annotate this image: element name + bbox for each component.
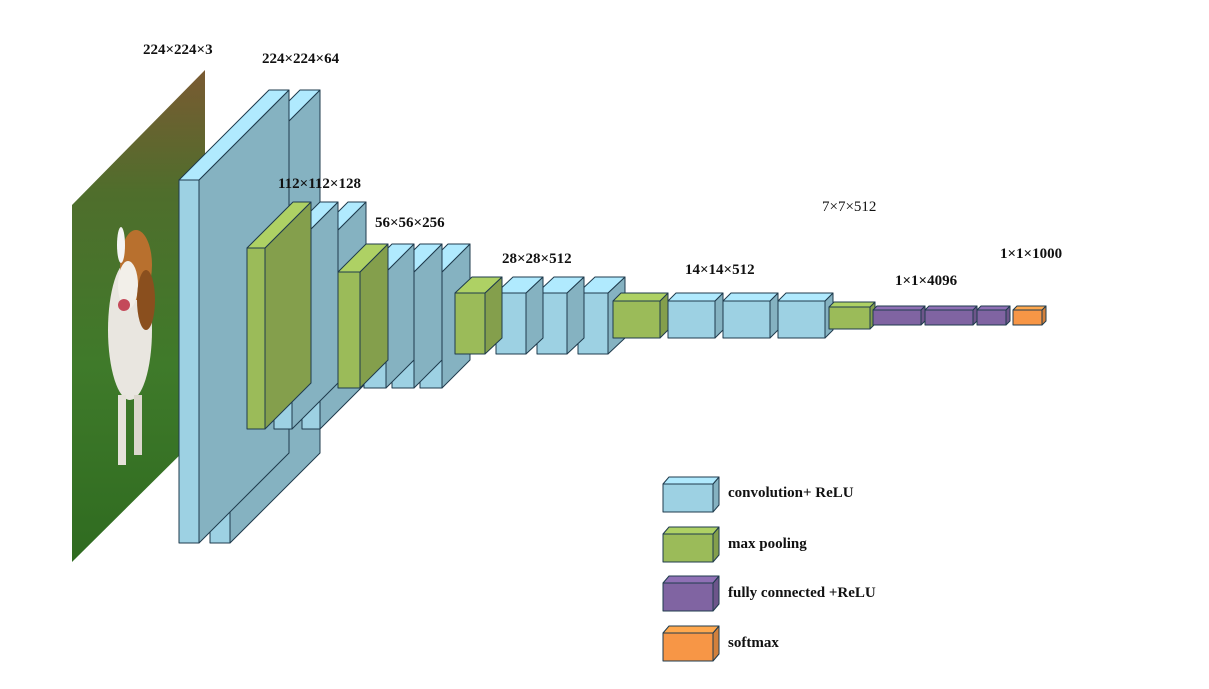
fc-block-3-front	[976, 309, 1007, 326]
fc-block-2-front	[924, 309, 974, 326]
conv-block-1-1	[178, 89, 290, 544]
pool-block-5	[828, 301, 876, 330]
legend-swatch-convolution-top	[662, 476, 720, 485]
legend-swatch-convolution	[662, 476, 720, 513]
conv-block-5-2	[722, 292, 779, 339]
fc-block-1	[872, 305, 926, 326]
conv-block-5-1-front	[667, 300, 716, 339]
legend-label-softmax: softmax	[728, 635, 779, 651]
softmax-block-top	[1012, 305, 1047, 311]
legend-swatch-fully-connected	[662, 575, 720, 612]
fc-block-3	[976, 305, 1011, 326]
pool-block-4	[612, 292, 669, 339]
dim-label-7x7x512: 7×7×512	[822, 199, 877, 215]
dim-label-28x28x512: 28×28×512	[502, 251, 572, 267]
dim-label-224x224x64: 224×224×64	[262, 51, 340, 67]
pool-block-3-front	[454, 292, 486, 355]
fc-block-1-top	[872, 305, 926, 311]
fc-block-2	[924, 305, 978, 326]
pool-block-2-front	[337, 271, 361, 389]
conv-block-4-2	[536, 276, 585, 355]
legend-label-max-pooling: max pooling	[728, 536, 807, 552]
legend-swatch-fully-connected-top	[662, 575, 720, 584]
legend-swatch-max-pooling	[662, 526, 720, 563]
softmax-block-front	[1012, 309, 1043, 326]
softmax-block	[1012, 305, 1047, 326]
pool-block-1-front	[246, 247, 266, 430]
conv-block-5-3-front	[777, 300, 826, 339]
conv-block-1-1-front	[178, 179, 200, 544]
legend-swatch-softmax-front	[662, 632, 714, 662]
dim-label-1x1x1000: 1×1×1000	[1000, 246, 1063, 262]
fc-block-2-top	[924, 305, 978, 311]
conv-block-5-1-top	[667, 292, 724, 302]
pool-block-4-top	[612, 292, 669, 302]
input-image	[72, 70, 205, 562]
conv-block-5-3	[777, 292, 834, 339]
pool-block-5-top	[828, 301, 876, 308]
pool-block-2	[337, 243, 389, 389]
conv-block-5-1	[667, 292, 724, 339]
legend-swatch-convolution-front	[662, 483, 714, 513]
dim-label-112x112x128: 112×112×128	[278, 176, 361, 192]
dim-label-56x56x256: 56×56×256	[375, 215, 445, 231]
legend-swatch-max-pooling-front	[662, 533, 714, 563]
conv-block-5-3-top	[777, 292, 834, 302]
legend-swatch-softmax	[662, 625, 720, 662]
legend-label-convolution: convolution+ ReLU	[728, 485, 854, 501]
legend-swatch-fully-connected-front	[662, 582, 714, 612]
pool-block-3	[454, 276, 503, 355]
dim-label-input: 224×224×3	[143, 42, 213, 58]
pool-block-1	[246, 201, 312, 430]
legend-swatch-max-pooling-top	[662, 526, 720, 535]
legend-label-fully-connected: fully connected +ReLU	[728, 585, 876, 601]
dim-label-14x14x512: 14×14×512	[685, 262, 755, 278]
conv-block-5-2-top	[722, 292, 779, 302]
fc-block-3-top	[976, 305, 1011, 311]
legend-swatch-softmax-top	[662, 625, 720, 634]
conv-block-5-2-front	[722, 300, 771, 339]
fc-block-1-front	[872, 309, 922, 326]
pool-block-4-front	[612, 300, 661, 339]
conv-block-4-1	[495, 276, 544, 355]
pool-block-5-front	[828, 306, 871, 330]
dog-illustration	[108, 227, 155, 465]
dim-label-1x1x4096: 1×1×4096	[895, 273, 958, 289]
